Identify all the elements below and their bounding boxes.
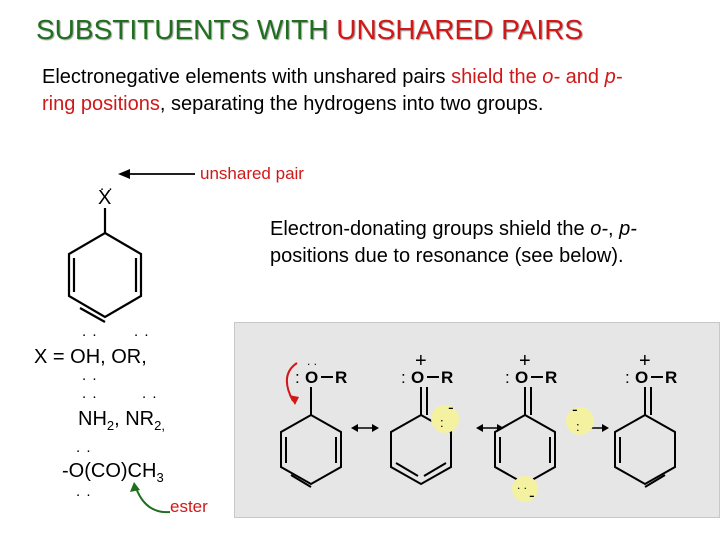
structure2-oxygen: O [411, 368, 424, 387]
substituent-line-ester: -O(CO)CH3 [62, 460, 164, 485]
structure4-lone-pair: : [625, 368, 630, 387]
ester-subscript: 3 [156, 470, 164, 485]
resonance-structure-1 [280, 386, 342, 488]
equilibrium-arrow-2 [476, 424, 504, 432]
intro-text-1: Electronegative elements with unshared p… [42, 66, 452, 88]
donating-note: Electron-donating groups shield the o-, … [270, 216, 650, 269]
intro-highlight-2: and [560, 66, 605, 88]
nr-subscript: 2, [154, 418, 165, 433]
structure4-minus: - [572, 400, 578, 419]
intro-highlight-3: ring positions [42, 93, 160, 115]
resonance-panel: . . : O R + : O R - : [234, 322, 720, 518]
ester-arrow-head-icon [130, 482, 140, 492]
benzene-x-diagram: . . X [67, 169, 195, 323]
ester-lone-pair: . . [76, 439, 92, 456]
structure2-lone-pair: : [401, 368, 406, 387]
structure2-minus: - [448, 398, 454, 417]
arrow-head-icon [118, 169, 130, 179]
donating-text-1: Electron-donating groups shield the [270, 218, 591, 240]
structure1-oxygen: O [305, 368, 318, 387]
nr-text: , NR [114, 408, 155, 430]
svg-text:. .: . . [307, 354, 317, 368]
structure4-charge-highlight [566, 407, 594, 435]
structure3-charge-highlight [512, 476, 538, 502]
lone-pair-dots: . . [100, 177, 113, 194]
resonance-structure-4 [614, 386, 676, 488]
donating-ortho: o- [590, 218, 609, 240]
svg-text:. .: . . [517, 478, 527, 492]
intro-highlight-1: shield the [451, 66, 543, 88]
nh-text: NH [78, 408, 107, 430]
intro-para: p- [604, 66, 623, 88]
title-part-1: SUBSTITUENTS WITH [36, 14, 337, 45]
structure3-r: R [545, 368, 557, 387]
substituent-line-oh: X = OH, OR, [34, 346, 147, 368]
oh-lone-pair: . . [82, 323, 98, 340]
benzene-ring [67, 208, 143, 323]
structure3-oxygen: O [515, 368, 528, 387]
equilibrium-arrow-1 [351, 424, 379, 432]
structure3-minus: - [529, 486, 535, 505]
donating-comma: , [608, 218, 620, 240]
structure2-plus: + [415, 350, 427, 372]
intro-text-2: , separating the hydrogens into two grou… [159, 93, 544, 115]
substituent-list: . . . . X = OH, OR, . . . . . . NH2, NR2… [30, 320, 230, 520]
ester-lone-pair-below: . . [76, 483, 92, 500]
resonance-structure-3 [494, 386, 556, 485]
unshared-pair-label: unshared pair [200, 164, 304, 183]
or-lone-pair: . . [134, 323, 150, 340]
intro-paragraph: Electronegative elements with unshared p… [42, 64, 642, 118]
structure1-lone-pair: : [295, 368, 300, 387]
resonance-structure-2 [390, 386, 452, 485]
oh-lone-pair-below: . . [82, 367, 98, 384]
donating-text-2: positions due to resonance (see below). [270, 244, 624, 267]
structure2-carbanion-pair: : [440, 415, 444, 430]
intro-ortho: o- [542, 66, 561, 88]
ester-text: -O(CO)CH [62, 460, 157, 482]
structure3-plus: + [519, 350, 531, 372]
structure4-plus: + [639, 350, 651, 372]
slide-title: SUBSTITUENTS WITH UNSHARED PAIRS [36, 14, 583, 46]
ester-arrow [130, 482, 171, 514]
title-part-2: UNSHARED PAIRS [336, 14, 584, 45]
nh-subscript: 2 [106, 418, 115, 433]
ester-label: ester [170, 497, 208, 516]
nr2-lone-pair: . . [142, 385, 158, 402]
structure4-carbanion-pair: : [576, 419, 580, 434]
structure1-arrow-head-icon [289, 395, 299, 405]
structure1-r: R [335, 368, 347, 387]
resonance-structures: . . : O R + : O R - : [280, 350, 677, 505]
x-atom-label: X [98, 187, 111, 209]
structure2-r: R [441, 368, 453, 387]
structure3-lone-pair: : [505, 368, 510, 387]
substituent-line-amine: NH2, NR2, [78, 408, 165, 433]
structure4-oxygen: O [635, 368, 648, 387]
donating-para: p- [619, 218, 637, 240]
structure4-r: R [665, 368, 677, 387]
nh2-lone-pair: . . [82, 385, 98, 402]
structure2-charge-highlight [431, 405, 459, 433]
